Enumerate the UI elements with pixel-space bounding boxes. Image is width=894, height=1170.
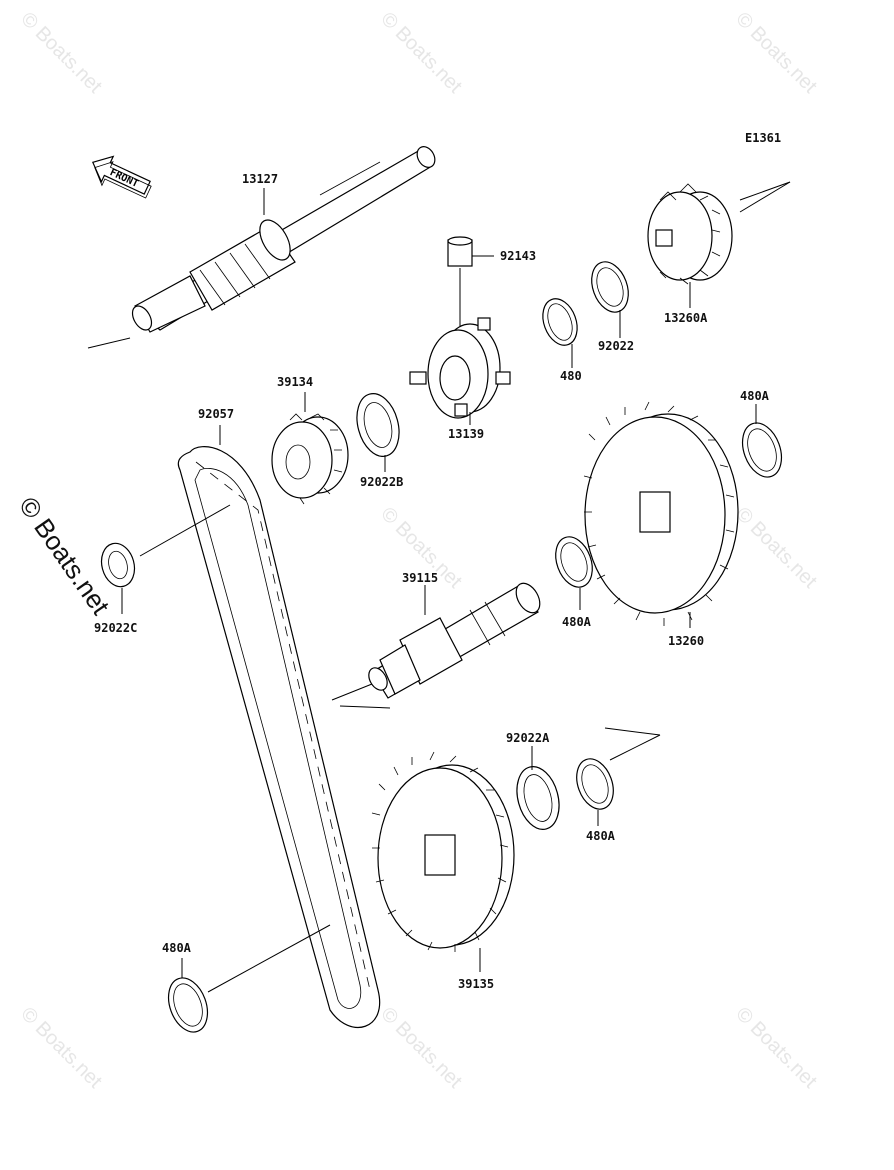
label-13260: 13260 — [668, 634, 704, 648]
label-39134: 39134 — [277, 375, 313, 389]
washer-92022C — [100, 504, 231, 614]
sprocket-39134 — [271, 392, 349, 505]
chain-92057 — [177, 425, 381, 1028]
gear-13260A — [647, 181, 791, 308]
shaft-13127 — [87, 146, 436, 349]
label-480A-4: 480A — [162, 941, 192, 955]
circlip-480A-mid — [555, 536, 593, 610]
label-13260A: 13260A — [664, 311, 708, 325]
label-92143: 92143 — [500, 249, 536, 263]
circlip-480A-bottom — [167, 924, 331, 1033]
label-92022: 92022 — [598, 339, 634, 353]
watermark: © Boats.net — [16, 1003, 106, 1093]
label-480A-1: 480A — [740, 389, 770, 403]
label-92022B: 92022B — [360, 475, 403, 489]
collar-92143 — [447, 236, 494, 330]
watermark: © Boats.net — [731, 503, 821, 593]
watermark: © Boats.net — [376, 8, 466, 98]
label-480: 480 — [560, 369, 582, 383]
circlip-480 — [542, 298, 578, 368]
watermark: © Boats.net — [731, 8, 821, 98]
watermark: © Boats.net — [731, 1003, 821, 1093]
dog-13139 — [409, 317, 511, 425]
shaft-39115 — [331, 582, 541, 709]
watermark: © Boats.net — [376, 1003, 466, 1093]
label-39115: 39115 — [402, 571, 438, 585]
front-arrow-icon: FRONT — [91, 155, 152, 199]
label-13127: 13127 — [242, 172, 278, 186]
diagram-code: E1361 — [745, 131, 781, 145]
label-13139: 13139 — [448, 427, 484, 441]
washer-92022A — [516, 746, 560, 830]
circlip-480A-low — [576, 727, 661, 826]
circlip-480A-top — [741, 404, 783, 478]
label-92022C: 92022C — [94, 621, 137, 635]
washer-92022B — [356, 393, 400, 472]
label-92057: 92057 — [198, 407, 234, 421]
watermark: © Boats.net — [16, 8, 106, 98]
label-480A-2: 480A — [562, 615, 592, 629]
watermark-main: © Boats.net — [13, 491, 116, 620]
gear-13260 — [583, 401, 739, 628]
label-92022A: 92022A — [506, 731, 550, 745]
label-39135: 39135 — [458, 977, 494, 991]
label-480A-3: 480A — [586, 829, 616, 843]
sprocket-39135 — [371, 751, 515, 972]
washer-92022 — [591, 261, 629, 338]
